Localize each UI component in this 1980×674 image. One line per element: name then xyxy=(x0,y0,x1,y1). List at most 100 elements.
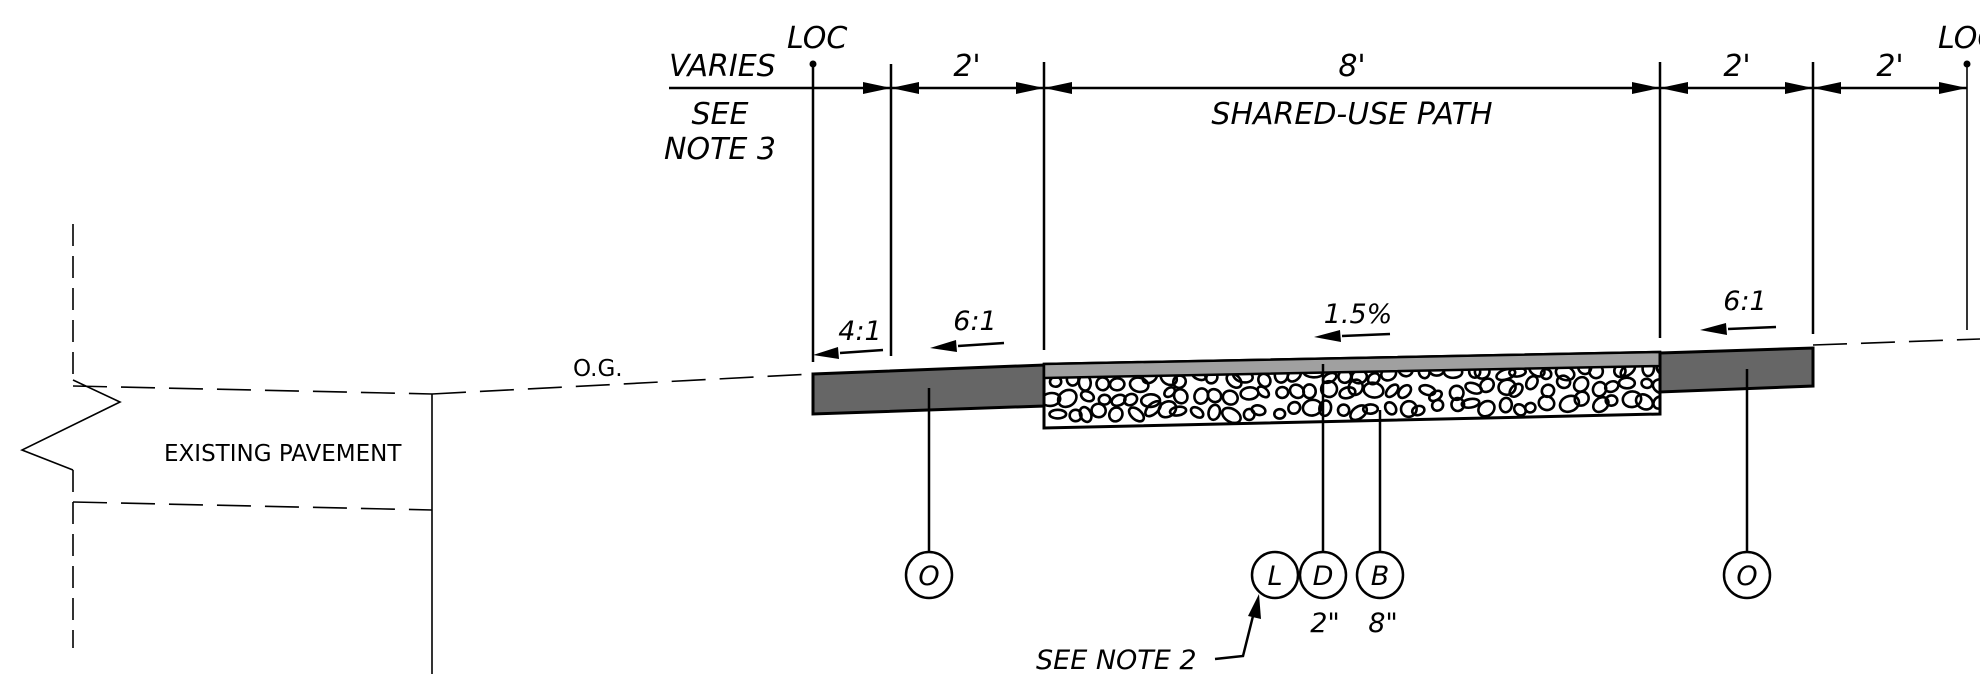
aggregate-stone xyxy=(1319,379,1339,399)
aggregate-stone xyxy=(1090,402,1107,419)
aggregate-stone xyxy=(1477,399,1496,418)
aggregate-stone xyxy=(1207,403,1222,422)
original-ground-line-right xyxy=(1812,338,1980,346)
see-note-2-label: SEE NOTE 2 xyxy=(1036,645,1197,674)
dim-arrow xyxy=(1044,82,1072,94)
aggregate-stone xyxy=(1512,403,1527,417)
aggregate-stone xyxy=(1171,374,1188,390)
callout-letter: D xyxy=(1313,561,1334,592)
cross-slope-arrow-shaft xyxy=(1341,332,1391,338)
original-ground-line-left xyxy=(431,373,813,395)
see-note-3-line2: NOTE 3 xyxy=(664,132,776,167)
callout-letter: L xyxy=(1267,561,1282,592)
existing-pavement-bottom xyxy=(72,501,433,511)
thickness-label-b: 8" xyxy=(1368,608,1398,639)
aggregate-stone xyxy=(1508,382,1524,399)
aggregate-stone xyxy=(1127,406,1146,423)
aggregate-stone xyxy=(1144,399,1163,418)
aggregate-stone xyxy=(1056,388,1078,409)
aggregate-stone xyxy=(1450,396,1466,413)
aggregate-stone xyxy=(1555,374,1572,390)
varies-label: VARIES xyxy=(669,49,776,84)
slope-6to1-right-arrow-shaft xyxy=(1727,325,1777,331)
dim-arrow xyxy=(1632,82,1660,94)
break-symbol xyxy=(20,379,122,471)
existing-pavement-label: EXISTING PAVEMENT xyxy=(164,441,402,467)
aggregate-stone xyxy=(1362,381,1385,399)
aggregate-stone xyxy=(1301,398,1323,417)
aggregate-stone xyxy=(1221,389,1239,406)
dim-arrow xyxy=(1785,82,1813,94)
aggregate-stone xyxy=(1572,375,1590,393)
aggregate-stone xyxy=(1273,407,1287,420)
slope-4to1-arrow-shaft xyxy=(839,348,884,355)
aggregate-stone xyxy=(1383,401,1398,416)
dimension-line xyxy=(669,82,1967,94)
right-shoulder xyxy=(1658,346,1815,394)
aggregate-stone xyxy=(1524,374,1539,391)
aggregate-stone xyxy=(1448,384,1465,402)
aggregate-stone xyxy=(1430,398,1445,413)
aggregate-stone xyxy=(1288,383,1306,400)
see-note-2-leader xyxy=(1214,611,1256,661)
slope-6to1-left-label: 6:1 xyxy=(953,306,996,337)
callout-bubble-b: B xyxy=(1355,550,1405,600)
callout-bubble-l: L xyxy=(1250,550,1300,600)
slope-4to1-label: 4:1 xyxy=(838,316,881,347)
aggregate-stone xyxy=(1287,400,1302,415)
aggregate-stone xyxy=(1498,396,1514,414)
dim-2ft-label: 2' xyxy=(1723,49,1750,84)
loc-right-point xyxy=(1963,60,1971,68)
dimension-labels: LOC LOC VARIES SEE NOTE 3 2' 8' 2' 2' SH… xyxy=(664,21,1980,167)
cross-slope-arrowhead xyxy=(1314,330,1341,342)
dim-2ft-label: 2' xyxy=(1876,49,1903,84)
aggregate-stone xyxy=(1107,406,1124,423)
aggregate-stone xyxy=(1634,393,1655,411)
thickness-label-d: 2" xyxy=(1310,608,1340,639)
aggregate-stone xyxy=(1384,383,1400,399)
callout-bubble-d: D xyxy=(1298,550,1348,600)
slope-6to1-left-arrowhead xyxy=(930,340,957,352)
aggregate-stone xyxy=(1537,394,1556,412)
aggregate-stone xyxy=(1079,389,1096,403)
aggregate-stone xyxy=(1302,383,1318,400)
slope-6to1-right-arrowhead xyxy=(1700,323,1727,335)
aggregate-stone xyxy=(1338,385,1357,400)
aggregate-stone xyxy=(1573,390,1590,407)
aggregate-stone xyxy=(1220,406,1242,425)
see-note-2-arrowhead xyxy=(1248,594,1261,619)
aggregate-stone xyxy=(1128,376,1150,394)
aggregate-stone xyxy=(1168,405,1188,417)
dim-arrow xyxy=(863,82,891,94)
slope-indicators: 4:1 6:1 1.5% 6:1 xyxy=(813,286,1777,359)
aggregate-stone xyxy=(1523,401,1537,414)
aggregate-stone xyxy=(1410,404,1426,417)
aggregate-stone xyxy=(1604,394,1619,407)
dim-arrow xyxy=(1813,82,1841,94)
dim-arrow xyxy=(1016,82,1044,94)
original-ground-label: O.G. xyxy=(573,356,623,382)
section-surfaces xyxy=(811,346,1815,430)
aggregate-stone xyxy=(1617,376,1637,390)
aggregate-stone xyxy=(1349,404,1369,422)
aggregate-stone xyxy=(1621,390,1643,409)
aggregate-stone xyxy=(1652,395,1660,410)
callout-bubble-o-left: O xyxy=(904,550,954,600)
aggregate-stone xyxy=(1044,391,1062,408)
extension-lines xyxy=(809,60,1971,362)
slope-6to1-right-label: 6:1 xyxy=(1723,286,1766,317)
aggregate-stone xyxy=(1540,383,1556,399)
dim-arrow xyxy=(891,82,919,94)
dim-arrow xyxy=(1660,82,1688,94)
loc-left-label: LOC xyxy=(787,21,847,56)
shared-use-path-label: SHARED-USE PATH xyxy=(1211,97,1492,132)
aggregate-stone xyxy=(1256,385,1271,399)
aggregate-stone xyxy=(1189,405,1205,419)
aggregate-stone xyxy=(1250,404,1267,417)
existing-pavement-top xyxy=(72,385,433,395)
aggregate-stone xyxy=(1478,377,1496,394)
aggregate-stone xyxy=(1361,403,1380,415)
aggregate-stone xyxy=(1460,397,1481,410)
aggregate-stone xyxy=(1139,393,1162,409)
